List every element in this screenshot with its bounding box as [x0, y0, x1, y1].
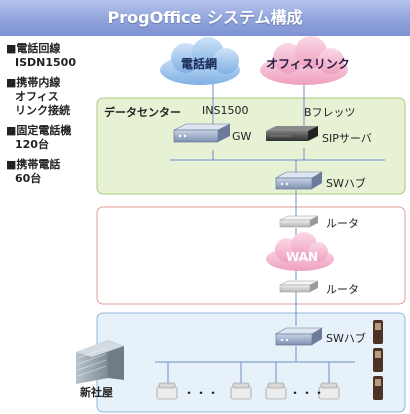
- note-sub: 60台: [15, 172, 42, 185]
- router-top-label: ルータ: [326, 217, 359, 230]
- note-sub: ISDN1500: [15, 56, 76, 69]
- router-bottom-icon: [279, 280, 319, 293]
- office-building-icon: [76, 340, 124, 384]
- desk-phone-icon: [318, 382, 340, 400]
- title-bar: [0, 0, 410, 36]
- note-fixed-phones: ■固定電話機 120台: [6, 124, 98, 152]
- dots-left: ・・・: [183, 386, 220, 400]
- mobile-phone-icon: [373, 348, 383, 372]
- sw-hub-bottom-label: SWハブ: [326, 332, 366, 345]
- new-headquarters-label: 新社屋: [80, 386, 113, 399]
- note-head: ■電話回線: [6, 42, 61, 55]
- cloud-wan-icon: [266, 232, 334, 271]
- note-head: ■携帯内線: [6, 76, 61, 89]
- note-sub: リンク接続: [15, 104, 70, 117]
- dots-right: ・・・: [289, 386, 326, 400]
- router-top-icon: [279, 215, 319, 228]
- note-sub: オフィス: [15, 90, 59, 103]
- mobile-phone-icon: [373, 320, 383, 344]
- note-sub: 120台: [15, 138, 49, 151]
- desk-phone-icon: [265, 382, 287, 400]
- gateway-device-icon: [173, 123, 231, 143]
- datacenter-label: データセンター: [104, 106, 181, 119]
- cloud-phone-network-label: 電話網: [181, 57, 218, 71]
- desk-phone-icon: [156, 382, 178, 400]
- sip-server-label: SIPサーバ: [322, 132, 372, 145]
- desk-phone-icon: [230, 382, 252, 400]
- note-mobile-phones: ■携帯電話 60台: [6, 158, 98, 186]
- sw-hub-datacenter-icon: [274, 171, 324, 190]
- sw-hub-top-label: SWハブ: [326, 177, 366, 190]
- note-mobile-extension: ■携帯内線 オフィス リンク接続: [6, 76, 98, 118]
- spec-notes: ■電話回線 ISDN1500 ■携帯内線 オフィス リンク接続 ■固定電話機 1…: [6, 42, 98, 192]
- connection-lines: [155, 82, 385, 386]
- datacenter-zone: [96, 97, 406, 195]
- bflets-label: Bフレッツ: [304, 106, 356, 119]
- gw-label: GW: [232, 130, 252, 143]
- sw-hub-headquarters-icon: [274, 327, 324, 346]
- cloud-office-link-label: オフィスリンク: [266, 57, 350, 71]
- note-head: ■携帯電話: [6, 158, 61, 171]
- sip-server-icon: [266, 126, 318, 141]
- diagram-title: ProgOffice システム構成: [107, 8, 303, 27]
- router-bottom-label: ルータ: [326, 283, 359, 296]
- note-head: ■固定電話機: [6, 124, 72, 137]
- note-phone-line: ■電話回線 ISDN1500: [6, 42, 98, 70]
- wan-zone: [96, 206, 406, 305]
- cloud-office-link-icon: [260, 36, 348, 85]
- ins1500-label: INS1500: [202, 104, 249, 117]
- cloud-phone-network-icon: [160, 37, 240, 85]
- mobile-phone-icon: [373, 376, 383, 400]
- cloud-wan-label: WAN: [286, 250, 319, 264]
